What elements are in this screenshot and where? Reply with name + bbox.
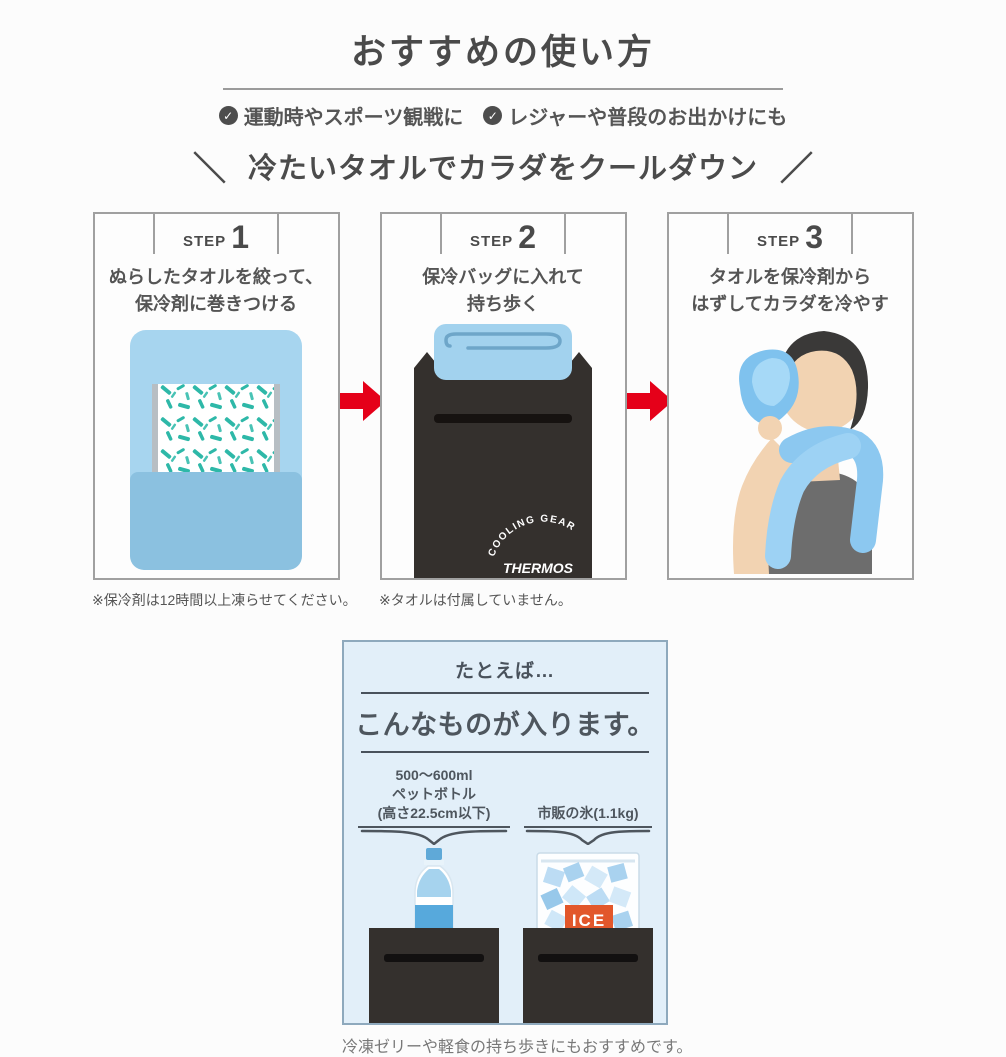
- step-1-note: ※保冷剤は12時間以上凍らせてください。: [92, 592, 357, 608]
- step-2-note: ※タオルは付属していません。: [379, 592, 572, 608]
- steps-row: STEP 1 ぬらしたタオルを絞って、 保冷剤に巻きつける: [0, 212, 1006, 580]
- panel-divider: [361, 692, 649, 694]
- thermos-logo-icon: COOLING GEAR THERMOS: [482, 501, 586, 580]
- cooling-bag-illustration: COOLING GEAR THERMOS: [382, 322, 625, 572]
- headline: ＼ 冷たいタオルでカラダをクールダウン ／: [0, 142, 1006, 190]
- svg-text:THERMOS: THERMOS: [503, 560, 574, 576]
- usage-bullet-leisure: ✓ レジャーや普段のお出かけにも: [483, 101, 787, 130]
- headline-text: 冷たいタオルでカラダをクールダウン: [247, 153, 758, 185]
- bag-zipper-slit: [384, 954, 484, 962]
- step-number: 2: [518, 219, 536, 256]
- step-card-2: STEP 2 保冷バッグに入れて 持ち歩く COOLING GEAR THERM…: [379, 212, 627, 580]
- bottle-in-bag-illustration: [352, 847, 516, 1023]
- step-card-1: STEP 1 ぬらしたタオルを絞って、 保冷剤に巻きつける: [92, 212, 340, 580]
- capacity-footnote: 冷凍ゼリーや軽食の持ち歩きにもおすすめです。: [342, 1039, 693, 1056]
- check-circle-icon: ✓: [218, 106, 238, 125]
- ice-pack: [152, 384, 280, 480]
- label-underline: [358, 826, 510, 828]
- caption-line: はずしてカラダを冷やす: [691, 294, 889, 314]
- label-underline: [524, 826, 652, 828]
- label-line: 市販の氷(1.1kg): [537, 805, 639, 822]
- step-number: 1: [231, 219, 249, 256]
- step-notes: ※保冷剤は12時間以上凍らせてください。 ※タオルは付属していません。: [92, 590, 1006, 610]
- decorative-slash-right: ／: [780, 150, 813, 187]
- ice-pack-pattern: [158, 384, 274, 480]
- svg-text:COOLING GEAR: COOLING GEAR: [486, 514, 577, 559]
- bag-zipper-slit: [434, 414, 572, 423]
- caption-line: ぬらしたタオルを絞って、: [108, 267, 324, 287]
- caption-line: 保冷バッグに入れて: [422, 267, 584, 287]
- bag-zipper-slit: [538, 954, 638, 962]
- panel-divider: [361, 751, 649, 753]
- svg-text:ICE: ICE: [572, 911, 606, 930]
- capacity-panel: たとえば… こんなものが入ります。 500～600ml ペットボトル (高さ22…: [342, 640, 668, 1025]
- step-word: STEP: [183, 233, 227, 250]
- usage-bullet-sports: ✓ 運動時やスポーツ観戦に: [218, 101, 464, 130]
- usage-bullet-label: 運動時やスポーツ観戦に: [243, 107, 464, 129]
- check-circle-icon: ✓: [483, 106, 503, 125]
- towel-with-ice-pack-illustration: [130, 330, 302, 570]
- ice-in-bag-illustration: ICE: [518, 847, 658, 1023]
- bottle-label: 500～600ml ペットボトル (高さ22.5cm以下): [378, 765, 491, 823]
- thermos-logo: COOLING GEAR THERMOS: [482, 501, 586, 580]
- cooling-bag: COOLING GEAR THERMOS: [414, 352, 592, 580]
- step-3-caption: タオルを保冷剤から はずしてカラダを冷やす: [669, 264, 912, 318]
- caption-line: 保冷剤に巻きつける: [135, 294, 297, 314]
- pet-bottle: [414, 848, 454, 948]
- towel-roll-line: [444, 332, 562, 350]
- step-word: STEP: [470, 233, 514, 250]
- capacity-heading: こんなものが入ります。: [355, 710, 655, 740]
- usage-bullets: ✓ 運動時やスポーツ観戦に ✓ レジャーや普段のお出かけにも: [0, 101, 1006, 130]
- ice-bag: ICE: [536, 852, 640, 941]
- title-divider: [223, 88, 783, 90]
- step-1-caption: ぬらしたタオルを絞って、 保冷剤に巻きつける: [95, 264, 338, 318]
- towel-flap: [130, 472, 302, 570]
- step-card-3: STEP 3 タオルを保冷剤から はずしてカラダを冷やす: [666, 212, 914, 580]
- step-3-tab: STEP 3: [727, 214, 853, 256]
- step-2-tab: STEP 2: [440, 214, 566, 256]
- step-1-tab: STEP 1: [153, 214, 279, 256]
- label-line: 500～600ml: [395, 767, 473, 784]
- man-cooling-face-illustration: [733, 331, 884, 574]
- step-arrow-2: [619, 380, 673, 422]
- header-section: おすすめの使い方 ✓ 運動時やスポーツ観戦に ✓ レジャーや普段のお出かけにも …: [0, 24, 1006, 190]
- step-number: 3: [805, 219, 823, 256]
- right-arrow-icon: [619, 381, 673, 421]
- rolled-towel: [434, 324, 572, 380]
- right-arrow-icon: [332, 381, 386, 421]
- cooler-bag: [523, 928, 653, 1023]
- label-line: ペットボトル: [392, 786, 476, 803]
- capacity-items: 500～600ml ペットボトル (高さ22.5cm以下): [344, 765, 666, 1023]
- capacity-item-bottle: 500～600ml ペットボトル (高さ22.5cm以下): [352, 765, 516, 1023]
- cooler-bag: [369, 928, 499, 1023]
- ice-label-text: 市販の氷(1.1kg): [537, 765, 638, 823]
- step-arrow-1: [332, 380, 386, 422]
- label-line: (高さ22.5cm以下): [377, 805, 491, 822]
- brace-pointer-icon: [525, 829, 651, 845]
- brace-pointer-icon: [360, 829, 508, 845]
- decorative-slash-left: ＼: [192, 150, 226, 187]
- caption-line: タオルを保冷剤から: [709, 267, 871, 287]
- page-title: おすすめの使い方: [350, 33, 655, 72]
- usage-bullet-label: レジャーや普段のお出かけにも: [508, 107, 788, 129]
- capacity-item-ice: 市販の氷(1.1kg): [518, 765, 658, 1023]
- caption-line: 持ち歩く: [467, 294, 539, 314]
- step-2-caption: 保冷バッグに入れて 持ち歩く: [382, 264, 625, 318]
- capacity-intro: たとえば…: [454, 661, 555, 682]
- step-word: STEP: [757, 233, 801, 250]
